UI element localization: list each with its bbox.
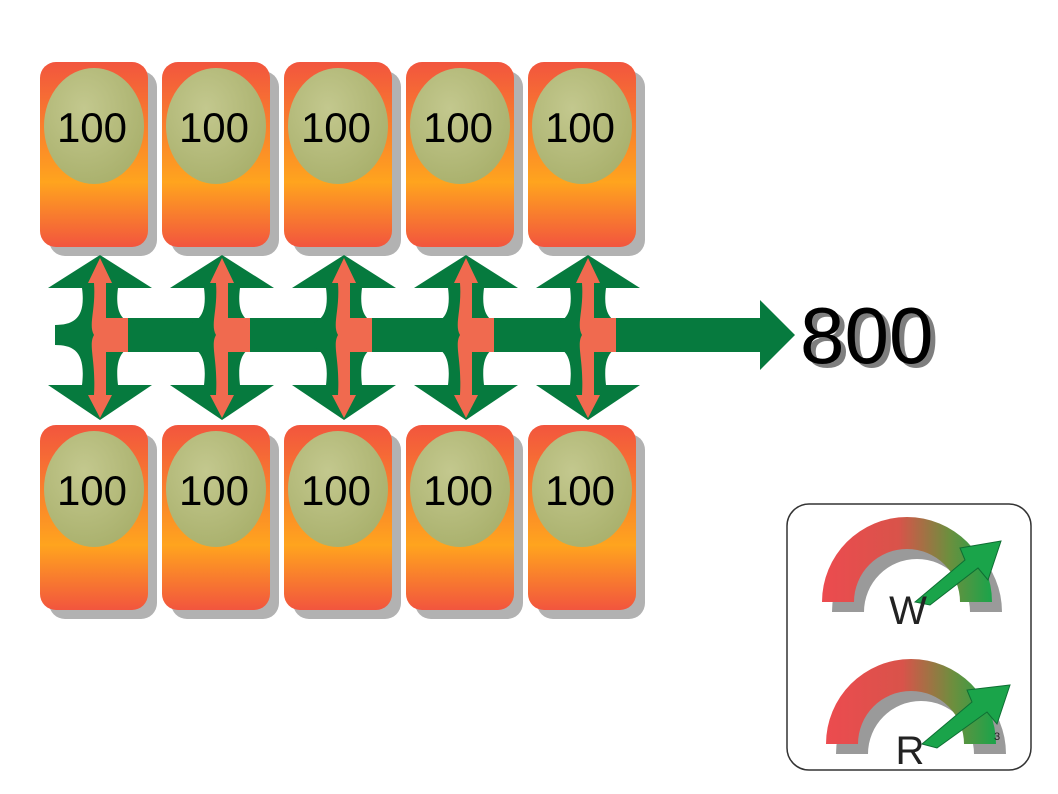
- node-value: 100: [423, 467, 493, 514]
- node-value: 100: [301, 104, 371, 151]
- server-node: 100: [406, 425, 523, 619]
- server-node: 100: [40, 425, 157, 619]
- server-node: 100: [284, 425, 401, 619]
- node-value: 100: [545, 104, 615, 151]
- node-value: 100: [179, 104, 249, 151]
- node-value: 100: [545, 467, 615, 514]
- legend-footnote-number: 3: [994, 731, 1000, 743]
- disk-icon: [288, 431, 388, 547]
- server-node: 100: [528, 425, 645, 619]
- server-node: 100: [284, 62, 401, 256]
- bidirectional-arrow: [48, 255, 152, 420]
- server-node: 100: [162, 425, 279, 619]
- node-value: 100: [301, 467, 371, 514]
- bottom-row: 100 100 100 100 100: [40, 425, 645, 619]
- node-value: 100: [57, 104, 127, 151]
- legend-panel: W R 3: [786, 503, 1032, 773]
- top-row: 100 100 100 100 100: [40, 62, 645, 256]
- gauge-letter-r: R: [896, 729, 925, 773]
- node-value: 100: [57, 467, 127, 514]
- disk-icon: [288, 68, 388, 184]
- bidirectional-arrow: [414, 255, 518, 420]
- server-node: 100: [528, 62, 645, 256]
- disk-icon: [532, 68, 632, 184]
- arrow-network: [48, 255, 795, 420]
- server-node: 100: [406, 62, 523, 256]
- disk-icon: [44, 431, 144, 547]
- bidirectional-arrow: [536, 255, 640, 420]
- disk-icon: [44, 68, 144, 184]
- server-node: 100: [40, 62, 157, 256]
- node-value: 100: [423, 104, 493, 151]
- disk-icon: [410, 431, 510, 547]
- bidirectional-arrow: [170, 255, 274, 420]
- disk-icon: [166, 431, 266, 547]
- gauge-letter-w: W: [889, 589, 927, 633]
- disk-icon: [166, 68, 266, 184]
- total-throughput-value: 800: [800, 291, 933, 380]
- read-gauge-icon: R: [826, 659, 1011, 773]
- server-node: 100: [162, 62, 279, 256]
- total-throughput: 800: [805, 295, 938, 384]
- disk-icon: [410, 68, 510, 184]
- disk-icon: [532, 431, 632, 547]
- node-value: 100: [179, 467, 249, 514]
- write-gauge-icon: W: [822, 517, 1002, 633]
- bidirectional-arrow: [292, 255, 396, 420]
